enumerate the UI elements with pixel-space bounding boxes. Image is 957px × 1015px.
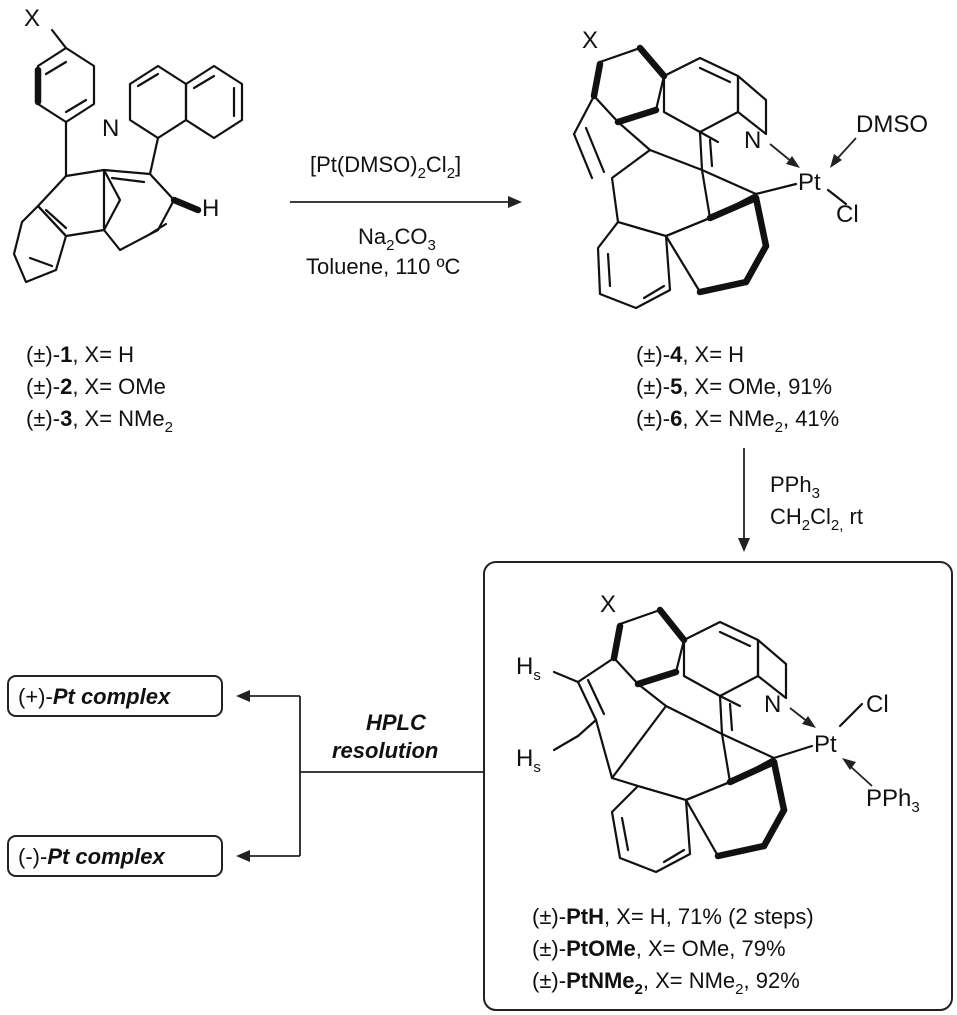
nitrogen-label: N [102,115,119,142]
product-label-ptnme2: (±)-PtNMe2, X= NMe2, 92% [532,968,800,998]
reaction-arrow-1: [Pt(DMSO)2Cl2] Na2CO3 Toluene, 110 ºC [290,152,522,279]
complex-structure: X N Pt DMSO Cl [572,27,928,310]
pph3-label: PPh3 [866,785,920,816]
product-box [483,561,953,1011]
reagent-pph3: PPh3 [770,472,820,502]
substituent-x-label: X [24,5,40,32]
platinum-label: Pt [814,731,837,758]
ligand-structure: X N H [12,5,244,284]
complex-label-5: (±)-5, X= OMe, 91% [636,374,832,399]
complex-label-6: (±)-6, X= NMe2, 41% [636,406,839,436]
ligand-label-2: (±)-2, X= OMe [26,374,166,399]
ligand-label-1: (±)-1, X= H [26,342,134,367]
substituent-x-label: X [582,27,598,54]
nitrogen-label: N [764,691,781,718]
complex-label-4: (±)-4, X= H [636,342,744,367]
ligand-labels: (±)-1, X= H (±)-2, X= OMe (±)-3, X= NMe2 [26,342,173,436]
reagent-dichloromethane: CH2Cl2, rt [770,504,863,534]
dmso-label: DMSO [856,111,928,138]
enantiomer-plus-label: (+)-Pt complex [18,684,171,709]
product-label-pth: (±)-PtH, X= H, 71% (2 steps) [532,904,814,929]
reagent-solvent: Toluene, 110 ºC [306,254,461,279]
hs-label-bottom: Hs [516,745,541,776]
chloride-label: Cl [866,691,889,718]
hplc-resolution: HPLC resolution [236,690,484,862]
nitrogen-label: N [744,127,761,154]
ligand-label-3: (±)-3, X= NMe2 [26,406,173,436]
platinum-label: Pt [798,169,821,196]
chloride-label: Cl [836,201,859,228]
hplc-label-line1: HPLC [366,710,427,735]
reagent-pt-dmso: [Pt(DMSO)2Cl2] [310,152,461,182]
enantiomer-minus-label: (-)-Pt complex [18,844,165,869]
substituent-x-label: X [600,591,616,618]
product-label-ptome: (±)-PtOMe, X= OMe, 79% [532,936,786,961]
hydrogen-label: H [202,195,219,222]
reagent-base: Na2CO3 [358,224,436,254]
enantiomer-plus: (+)-Pt complex [7,675,223,717]
hplc-label-line2: resolution [332,738,438,763]
reaction-arrow-2: PPh3 CH2Cl2, rt [738,448,863,552]
complex-labels: (±)-4, X= H (±)-5, X= OMe, 91% (±)-6, X=… [636,342,839,436]
product-labels: (±)-PtH, X= H, 71% (2 steps) (±)-PtOMe, … [532,904,814,998]
enantiomer-minus: (-)-Pt complex [7,835,223,877]
product-structure: X Hs Hs N Pt Cl PPh3 [516,591,920,874]
hs-label-top: Hs [516,653,541,684]
